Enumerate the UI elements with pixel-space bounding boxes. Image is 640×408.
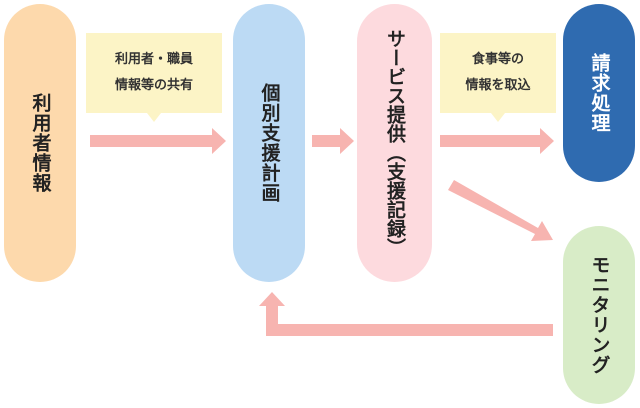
node-user-info-label: 利用者情報	[29, 93, 52, 193]
node-monitoring-label: モニタリング	[588, 255, 611, 375]
callout-share-tail	[147, 113, 161, 122]
node-billing-label: 請求処理	[588, 53, 611, 133]
arrow-service-to-monitoring	[448, 180, 553, 241]
node-service-provision-label: サービス提供（支援記録）	[384, 29, 406, 257]
callout-meal-line1: 食事等の	[471, 52, 524, 67]
node-service-provision: サービス提供（支援記録）	[357, 4, 432, 282]
arrow-user-to-plan	[90, 128, 226, 154]
arrow-plan-to-service	[312, 128, 354, 154]
callout-meal-line2: 情報を取込	[465, 78, 531, 93]
callout-meal-tail	[491, 113, 505, 122]
node-billing: 請求処理	[563, 4, 635, 182]
node-individual-plan-label: 個別支援計画	[258, 83, 281, 203]
arrow-monitoring-to-plan	[259, 292, 553, 336]
node-monitoring: モニタリング	[563, 226, 635, 404]
arrow-service-to-billing	[440, 128, 554, 154]
node-user-info: 利用者情報	[4, 4, 76, 282]
callout-meal: 食事等の 情報を取込	[440, 33, 556, 122]
callout-share-line2: 情報等の共有	[114, 78, 193, 93]
callout-share: 利用者・職員 情報等の共有	[86, 33, 222, 122]
callout-share-line1: 利用者・職員	[114, 52, 193, 67]
node-individual-plan: 個別支援計画	[233, 4, 305, 282]
